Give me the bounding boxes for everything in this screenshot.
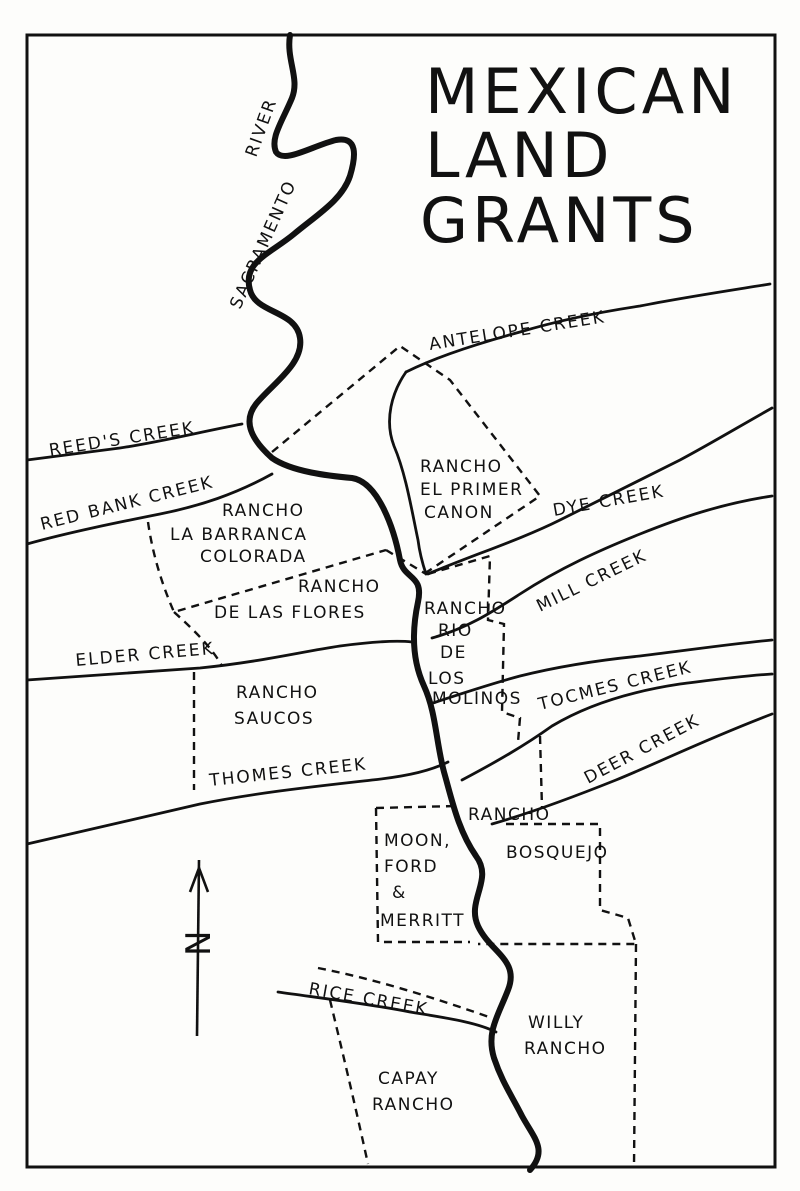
bosquejo-boundary xyxy=(478,735,638,946)
north-arrow-head xyxy=(188,864,210,893)
creek-label-rice: RICE CREEK xyxy=(307,979,430,1020)
tocmes-creek xyxy=(428,638,774,706)
grant-label-line: CAPAY xyxy=(378,1069,439,1089)
grant-label-line: SAUCOS xyxy=(234,709,314,729)
grant-label-line: MOON, xyxy=(384,831,451,851)
deer-creek xyxy=(460,672,774,782)
sacramento-river xyxy=(245,32,542,1173)
barranca-boundary xyxy=(146,521,387,614)
antelope-creek-fork xyxy=(388,370,428,576)
grant-label-line: & xyxy=(392,883,407,903)
creek-label-dye: DYE CREEK xyxy=(551,482,666,521)
thomes-creek xyxy=(25,760,450,846)
grant-label-saucos: RANCHO SAUCOS xyxy=(234,683,319,729)
creek-label-antelope: ANTELOPE CREEK xyxy=(428,307,607,355)
rio-molinos-boundary xyxy=(427,554,522,743)
grant-label-line: RANCHO xyxy=(468,805,551,825)
north-arrow: N xyxy=(179,859,219,1037)
moon-ford-merritt-boundary xyxy=(374,804,470,944)
title-line-1: MEXICAN xyxy=(425,55,739,128)
creek-label-thomes: THOMES CREEK xyxy=(207,755,368,792)
deer-creek-south xyxy=(490,712,774,826)
grant-label-capay: CAPAY RANCHO xyxy=(372,1069,455,1115)
antelope-creek xyxy=(404,282,772,374)
grant-label-primer-canon: RANCHO EL PRIMER CANON xyxy=(420,457,523,523)
map-frame xyxy=(25,33,777,1169)
grant-label-line: LOS xyxy=(428,669,466,689)
capay-rancho-boundary xyxy=(317,966,493,1165)
map-title: MEXICAN LAND GRANTS xyxy=(420,55,739,257)
grant-label-line: DE LAS FLORES xyxy=(214,603,366,623)
creek-label-elder: ELDER CREEK xyxy=(75,639,216,671)
grant-label-flores: RANCHO DE LAS FLORES xyxy=(214,577,381,623)
flores-boundary xyxy=(173,548,427,667)
grant-label-line: RANCHO xyxy=(298,577,381,597)
grant-label-barranca: RANCHO LA BARRANCA COLORADA xyxy=(170,501,307,567)
grant-label-line: RANCHO xyxy=(222,501,305,521)
elder-creek xyxy=(25,639,414,682)
grant-label-moon-ford-merritt: MOON, FORD & MERRITT xyxy=(380,831,465,931)
grant-label-line: MERRITT xyxy=(380,911,465,931)
grant-label-line: MOLINOS xyxy=(432,689,522,709)
grant-label-line: CANON xyxy=(424,503,494,523)
grant-label-line: FORD xyxy=(384,857,438,877)
willy-rancho-boundary xyxy=(632,943,638,1167)
river-label-sacramento: SACRAMENTO xyxy=(226,177,301,312)
grant-label-willy: WILLY RANCHO xyxy=(524,1013,607,1059)
grant-label-line: BOSQUEJO xyxy=(506,843,609,863)
grant-label-line: RANCHO xyxy=(236,683,319,703)
north-arrow-label: N xyxy=(179,931,219,956)
rice-creek xyxy=(276,990,498,1034)
grant-label-line: RIO xyxy=(438,621,473,641)
dye-creek xyxy=(426,406,774,576)
grant-label-rio-molinos: RANCHO RIO DE LOS MOLINOS xyxy=(424,599,522,709)
primer-canon-boundary xyxy=(271,344,542,575)
mill-creek xyxy=(430,494,774,640)
grant-label-line: WILLY xyxy=(528,1013,584,1033)
title-line-3: GRANTS xyxy=(420,184,699,257)
grant-label-line: RANCHO xyxy=(420,457,503,477)
grant-label-line: RANCHO xyxy=(372,1095,455,1115)
red-bank-creek xyxy=(25,472,274,546)
creek-label-reeds: REED'S CREEK xyxy=(48,418,197,461)
grant-label-line: DE xyxy=(440,643,467,663)
grant-label-line: COLORADA xyxy=(200,547,307,567)
grant-label-line: LA BARRANCA xyxy=(170,525,307,545)
creek-label-mill: MILL CREEK xyxy=(533,546,650,617)
reeds-creek xyxy=(25,422,244,462)
title-line-2: LAND xyxy=(425,119,614,192)
grant-label-bosquejo: RANCHO BOSQUEJO xyxy=(468,805,609,863)
grant-label-line: RANCHO xyxy=(424,599,507,619)
north-arrow-shaft xyxy=(195,859,201,1037)
grant-label-line: RANCHO xyxy=(524,1039,607,1059)
grant-label-line: EL PRIMER xyxy=(420,480,523,500)
